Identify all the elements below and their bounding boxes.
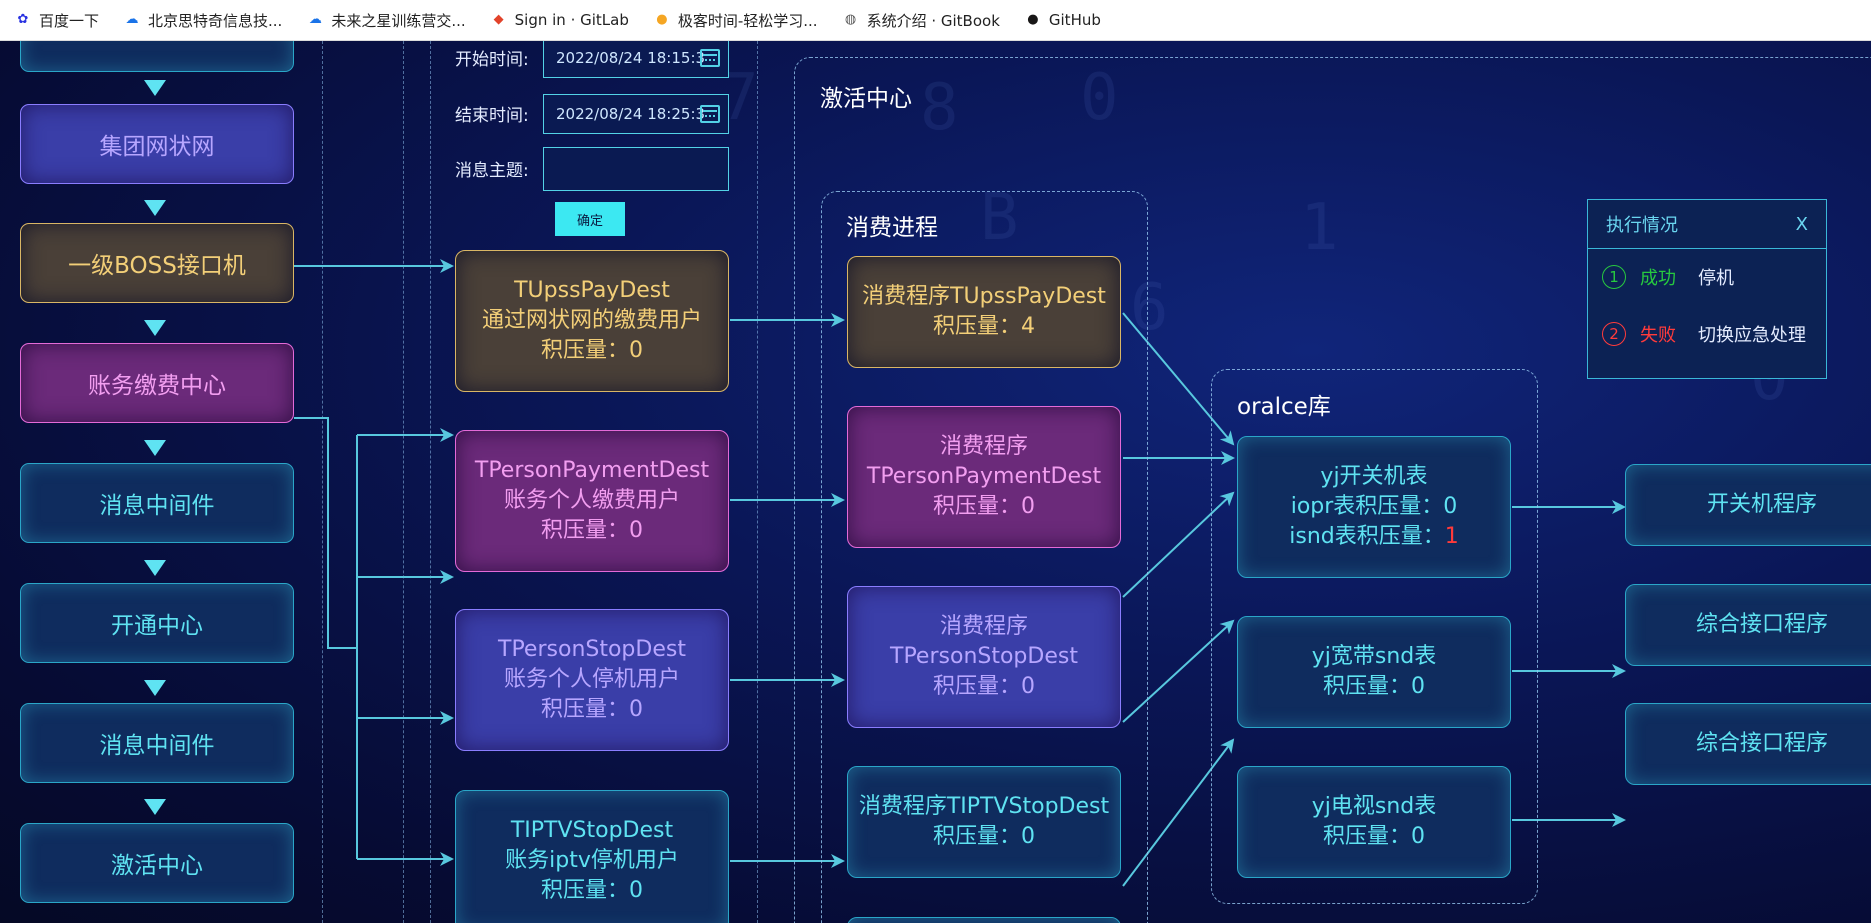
start-time-label: 开始时间: [455,50,529,70]
program-integrated-interface-2[interactable]: 综合接口程序 [1625,703,1871,785]
program-integrated-interface-1[interactable]: 综合接口程序 [1625,584,1871,666]
dest-tpersonstopdest[interactable]: TPersonStopDest 账务个人停机用户 积压量：0 [455,609,729,751]
chain-node-message-middleware-2[interactable]: 消息中间件 [20,703,294,783]
flow-connectors [294,259,1626,887]
end-time-input[interactable]: 2022/08/24 18:25:3 [543,94,729,134]
process-tiptvstopdest[interactable]: 消费程序TIPTVStopDest 积压量：0 [847,766,1121,878]
chain-node-billing-center[interactable]: 账务缴费中心 [20,343,294,423]
chain-arrow-down-icon [144,80,166,96]
table-yj-tv-snd[interactable]: yj电视snd表 积压量：0 [1237,766,1511,878]
chain-arrow-down-icon [144,560,166,576]
status-action: 切换应急处理 [1698,325,1806,346]
chain-node-message-middleware-1[interactable]: 消息中间件 [20,463,294,543]
cloud-icon: ☁ [125,12,139,27]
program-onoff[interactable]: 开关机程序 [1625,464,1871,546]
bg-decoration: 6 [1130,271,1169,345]
column-divider [403,41,404,923]
bookmark-future-star[interactable]: ☁未来之星训练营交... [306,10,466,31]
execution-status-panel: 执行情况 X 1 成功 停机 2 失败 切换应急处理 [1587,199,1827,379]
monitor-stage: 7 8 0 B 1 6 0 [0,41,1871,923]
table-yj-broadband-snd[interactable]: yj宽带snd表 积压量：0 [1237,616,1511,728]
bookmark-gitbook[interactable]: ◍系统介绍 · GitBook [842,10,1000,31]
dest-tpersonpaymentdest[interactable]: TPersonPaymentDest 账务个人缴费用户 积压量：0 [455,430,729,572]
oracle-db-title: oralce库 [1237,394,1331,420]
gitlab-icon: ◆ [493,12,504,27]
chain-node-group-network[interactable]: 集团网状网 [20,104,294,184]
chain-node-top[interactable] [20,41,294,72]
bookmarks-bar: ✿百度一下 ☁北京思特奇信息技... ☁未来之星训练营交... ◆Sign in… [0,0,1871,41]
process-tpersonstopdest[interactable]: 消费程序 TPersonStopDest 积压量：0 [847,586,1121,728]
activation-center-panel [794,57,1871,923]
chain-arrow-down-icon [144,200,166,216]
activation-center-title: 激活中心 [820,86,912,112]
process-partial[interactable] [847,917,1121,923]
bg-decoration: 0 [1080,61,1119,135]
topic-input[interactable] [543,147,729,191]
cloud-icon: ☁ [308,12,322,27]
status-action: 停机 [1698,268,1734,289]
bookmark-gitlab[interactable]: ◆Sign in · GitLab [490,11,629,29]
process-tpersonpaymentdest[interactable]: 消费程序 TPersonPaymentDest 积压量：0 [847,406,1121,548]
table-yj-onoff[interactable]: yj开关机表 iopr表积压量：0 isnd表积压量：1 [1237,436,1511,578]
dest-tiptvstopdest[interactable]: TIPTVStopDest 账务iptv停机用户 积压量：0 [455,790,729,923]
status-failure: 失败 [1640,325,1676,346]
github-icon: ● [1027,12,1039,27]
execution-status-title: 执行情况 [1606,215,1678,236]
bookmark-github[interactable]: ●GitHub [1024,11,1101,29]
column-divider [322,41,323,923]
oracle-db-panel [1211,369,1538,904]
bookmark-baidu[interactable]: ✿百度一下 [14,10,99,31]
isnd-backlog: isnd表积压量：1 [1289,524,1459,549]
chain-node-provisioning-center[interactable]: 开通中心 [20,583,294,663]
step-number-badge: 1 [1602,265,1626,289]
chain-arrow-down-icon [144,320,166,336]
column-divider [430,41,431,923]
step-number-badge: 2 [1602,322,1626,346]
execution-row-success: 1 成功 停机 [1602,264,1734,290]
consume-process-panel [821,191,1148,923]
chain-node-boss-interface[interactable]: 一级BOSS接口机 [20,223,294,303]
calendar-icon[interactable] [700,49,720,67]
start-time-input[interactable]: 2022/08/24 18:15:3 [543,41,729,78]
geektime-icon: ● [656,12,668,27]
chain-arrow-down-icon [144,799,166,815]
bg-decoration: B [980,181,1019,255]
execution-status-header: 执行情况 X [1588,200,1826,249]
close-icon[interactable]: X [1795,213,1808,235]
calendar-icon[interactable] [700,105,720,123]
status-success: 成功 [1640,268,1676,289]
baidu-paw-icon: ✿ [17,12,29,27]
chain-arrow-down-icon [144,680,166,696]
bg-decoration: 8 [920,71,959,145]
dest-tupsspaydest[interactable]: TUpssPayDest 通过网状网的缴费用户 积压量：0 [455,250,729,392]
column-divider [757,41,758,923]
globe-icon: ◍ [844,12,857,27]
execution-row-failure: 2 失败 切换应急处理 [1602,321,1806,347]
process-tupsspaydest[interactable]: 消费程序TUpssPayDest 积压量：4 [847,256,1121,368]
topic-label: 消息主题: [455,161,529,181]
chain-arrow-down-icon [144,440,166,456]
end-time-label: 结束时间: [455,106,529,126]
bookmark-geektime[interactable]: ●极客时间-轻松学习... [653,10,817,31]
bookmark-sitech[interactable]: ☁北京思特奇信息技... [123,10,283,31]
consume-process-title: 消费进程 [846,215,938,241]
confirm-button[interactable]: 确定 [555,202,625,236]
chain-node-activation-center[interactable]: 激活中心 [20,823,294,903]
bg-decoration: 1 [1300,191,1339,265]
